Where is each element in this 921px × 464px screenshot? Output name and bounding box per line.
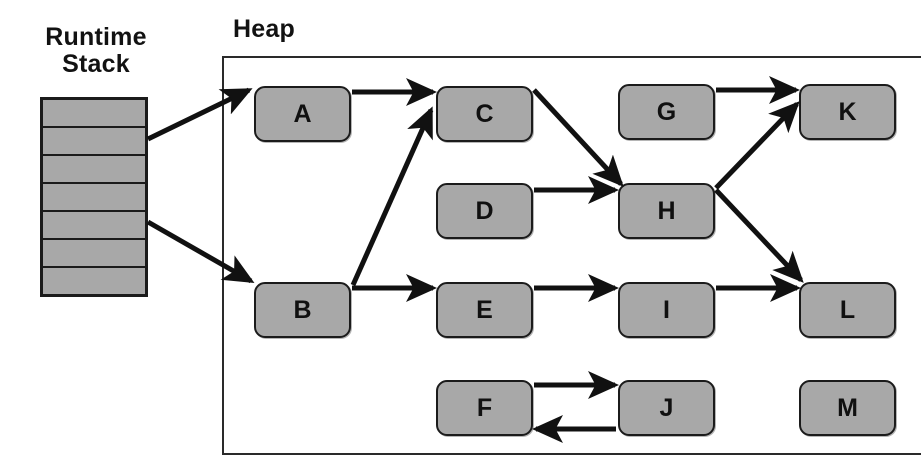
heap-node-i: I [618, 282, 715, 338]
stack-cell-6 [43, 268, 145, 294]
heap-node-l: L [799, 282, 896, 338]
stack-cell-3 [43, 184, 145, 212]
stack-cell-0 [43, 100, 145, 128]
heap-node-d: D [436, 183, 533, 239]
heap-node-a: A [254, 86, 351, 142]
stack-cell-4 [43, 212, 145, 240]
heap-node-m: M [799, 380, 896, 436]
heap-node-k: K [799, 84, 896, 140]
runtime-stack-label: Runtime Stack [45, 23, 147, 78]
heap-node-j: J [618, 380, 715, 436]
heap-node-f: F [436, 380, 533, 436]
heap-node-b: B [254, 282, 351, 338]
heap-node-h: H [618, 183, 715, 239]
heap-node-e: E [436, 282, 533, 338]
runtime-stack [40, 97, 148, 297]
stack-cell-5 [43, 240, 145, 268]
stack-cell-1 [43, 128, 145, 156]
stack-cell-2 [43, 156, 145, 184]
heap-node-c: C [436, 86, 533, 142]
heap-label: Heap [233, 15, 295, 43]
heap-node-g: G [618, 84, 715, 140]
